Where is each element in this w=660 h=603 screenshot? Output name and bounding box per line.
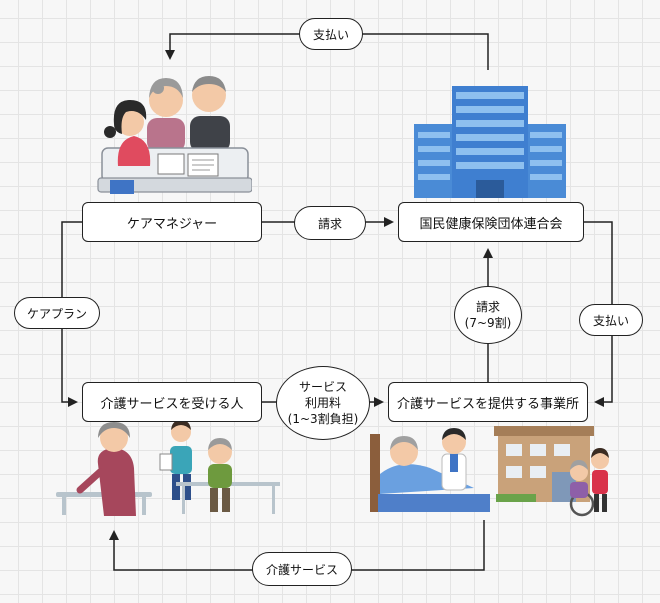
node-provider: 介護サービスを提供する事業所 (388, 382, 588, 422)
node-recipient-label: 介護サービスを受ける人 (100, 396, 244, 412)
edge-label-provider-request: 請求 (7~9割) (454, 286, 522, 344)
edge-label-care-service: 介護サービス (252, 552, 352, 586)
node-federation-label: 国民健康保険団体連合会 (419, 216, 563, 232)
edge-label-fee-line3: (1~3割負担) (287, 412, 359, 427)
edge-label-care-plan-text: ケアプラン (26, 306, 87, 321)
edge-label-payment-top: 支払い (299, 18, 363, 50)
node-provider-label: 介護サービスを提供する事業所 (396, 396, 579, 412)
edge-label-provider-request-line1: 請求 (475, 299, 500, 314)
edge-label-care-plan: ケアプラン (14, 297, 100, 329)
edge-label-provider-request-line2: (7~9割) (464, 316, 512, 330)
node-recipient: 介護サービスを受ける人 (82, 382, 262, 422)
edge-label-fee: サービス 利用料 (1~3割負担) (276, 366, 370, 440)
edge-label-payment-top-text: 支払い (312, 27, 349, 42)
edge-label-payment-right: 支払い (579, 304, 643, 336)
edge-label-request-text: 請求 (317, 216, 342, 231)
edge-label-fee-line1: サービス (298, 379, 347, 394)
node-federation: 国民健康保険団体連合会 (398, 202, 584, 242)
edge-label-payment-right-text: 支払い (592, 313, 629, 328)
care-manager-illustration (92, 70, 253, 200)
edge-label-fee-line2: 利用料 (304, 395, 341, 410)
node-care-manager-label: ケアマネジャー (126, 216, 218, 232)
federation-building-illustration (414, 86, 566, 198)
care-recipient-illustration (52, 420, 284, 520)
edge-label-care-service-text: 介護サービス (265, 562, 338, 577)
node-care-manager: ケアマネジャー (82, 202, 262, 242)
edge-label-request: 請求 (294, 206, 366, 240)
provider-illustration (370, 424, 614, 518)
